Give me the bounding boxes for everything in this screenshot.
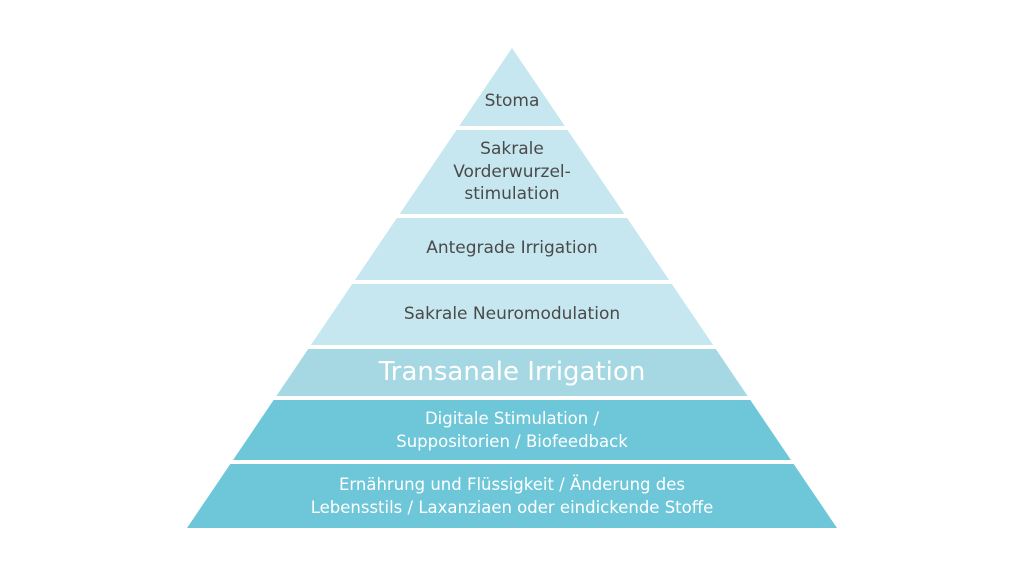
pyramid-level-7 <box>187 464 837 528</box>
pyramid-level-4 <box>310 284 714 345</box>
pyramid-level-label: Digitale Stimulation / Suppositorien / Bi… <box>0 400 1024 460</box>
label-line: Ernährung und Flüssigkeit / Änderung des <box>338 474 685 494</box>
pyramid-level-label: Stoma <box>0 78 1024 126</box>
label-line: Vorderwurzel- <box>453 161 571 182</box>
label-line: Sakrale <box>480 138 544 159</box>
label-line: Digitale Stimulation / <box>424 408 600 428</box>
pyramid-level-label: Ernährung und Flüssigkeit / Änderung des… <box>0 464 1024 528</box>
label-line: Lebensstils / Laxanziaen oder eindickend… <box>310 498 714 517</box>
pyramid-level-2 <box>399 130 625 214</box>
pyramid-level-6 <box>233 400 791 460</box>
pyramid-level-label: Transanale Irrigation <box>0 349 1024 396</box>
label-line: Sakrale Neuromodulation <box>403 303 621 324</box>
pyramid-level-3 <box>354 218 670 280</box>
label-line: Stoma <box>484 91 540 112</box>
pyramid-level-label: Sakrale Neuromodulation <box>0 284 1024 345</box>
label-line: Transanale Irrigation <box>378 357 646 388</box>
pyramid-level-1 <box>459 48 565 126</box>
label-line: stimulation <box>464 184 560 205</box>
pyramid-level-label: Antegrade Irrigation <box>0 218 1024 280</box>
label-line: Antegrade Irrigation <box>426 238 598 259</box>
pyramid-level-5 <box>276 349 748 396</box>
label-line: Suppositorien / Biofeedback <box>396 432 628 451</box>
